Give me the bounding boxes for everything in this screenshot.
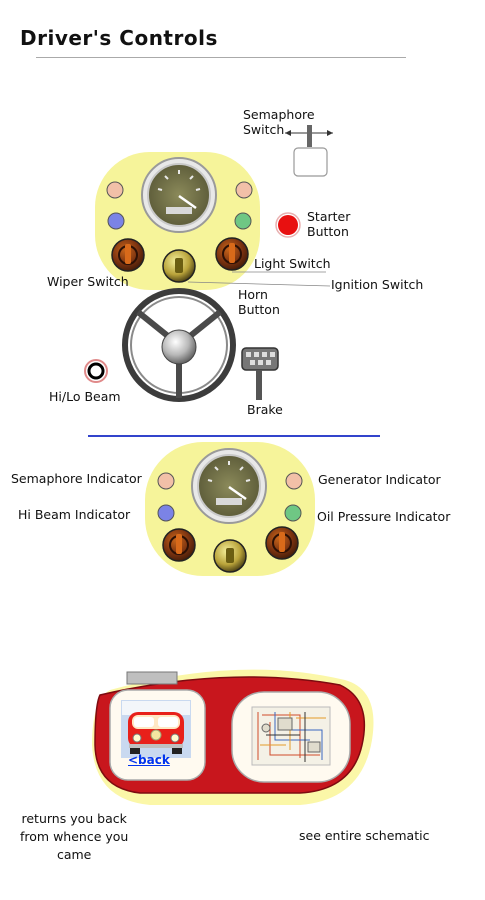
hi-lo-beam-label: Hi/Lo Beam (49, 389, 121, 404)
wiper-knob-2 (162, 528, 196, 562)
dash-vent (126, 671, 178, 685)
semaphore-indicator-light-2 (157, 472, 175, 490)
oil-pressure-indicator-label: Oil Pressure Indicator (317, 509, 451, 524)
light-switch-label: Light Switch (254, 256, 331, 271)
ignition-switch-label: Ignition Switch (331, 277, 424, 292)
dashboard-panel-indicators (145, 442, 315, 576)
wiper-switch-label: Wiper Switch (47, 274, 129, 289)
speedometer-gauge (141, 157, 217, 233)
light-knob-2 (265, 526, 299, 560)
generator-indicator-label: Generator Indicator (318, 472, 441, 487)
page-title: Driver's Controls (20, 26, 218, 50)
starter-button-label: Starter Button (307, 209, 351, 239)
oil-pressure-indicator-light (234, 212, 252, 230)
vw-bus-icon (128, 712, 184, 754)
generator-indicator-light-2 (285, 472, 303, 490)
brake-label: Brake (247, 402, 283, 417)
semaphore-indicator-light (106, 181, 124, 199)
horn-button[interactable] (161, 329, 197, 365)
title-divider (36, 57, 406, 58)
brake-pedal[interactable] (241, 347, 279, 400)
schematic-caption: see entire schematic (299, 828, 430, 843)
speedometer-gauge-2 (191, 448, 267, 524)
schematic-thumbnail (251, 706, 331, 766)
back-link[interactable]: <back (128, 749, 170, 768)
ignition-switch-leader (187, 281, 331, 287)
oil-pressure-indicator-light-2 (284, 504, 302, 522)
hi-lo-beam-button[interactable] (84, 359, 108, 383)
semaphore-indicator-label: Semaphore Indicator (11, 471, 142, 486)
ignition-knob-2 (213, 539, 247, 573)
horn-button-label: Horn Button (238, 287, 280, 317)
starter-button[interactable] (275, 212, 301, 238)
schematic-button[interactable] (231, 691, 351, 783)
ignition-switch-knob[interactable] (162, 249, 196, 283)
back-link-text[interactable]: <back (128, 753, 170, 767)
wiper-switch-knob[interactable] (111, 238, 145, 272)
semaphore-switch[interactable] (285, 125, 333, 177)
dashboard-panel-top (95, 152, 260, 290)
light-switch-knob[interactable] (215, 237, 249, 271)
generator-indicator-light (235, 181, 253, 199)
section-divider (88, 435, 380, 437)
hi-beam-indicator-light (107, 212, 125, 230)
hi-beam-indicator-light-2 (157, 504, 175, 522)
hi-beam-indicator-label: Hi Beam Indicator (18, 507, 131, 522)
back-button[interactable] (109, 689, 206, 781)
semaphore-switch-label: Semaphore Switch (243, 107, 315, 137)
back-caption: returns you back from whence you came (20, 811, 129, 862)
